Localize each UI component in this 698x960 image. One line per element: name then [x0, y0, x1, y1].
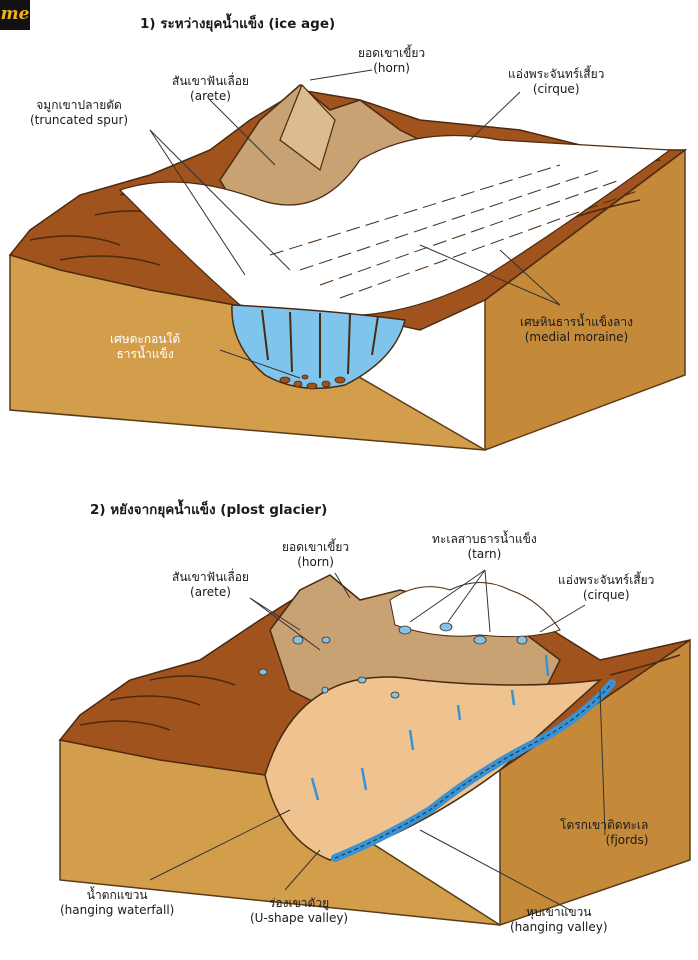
section1-title: 1) ระหว่างยุคน้ำแข็ง (ice age)	[140, 16, 336, 32]
block1-moraine-rocks	[279, 374, 346, 390]
block1-leader-lines	[149, 69, 561, 379]
block2-snow-caps	[389, 582, 561, 638]
label-hanging-valley: หุบเขาแขวน(hanging valley)	[510, 905, 608, 934]
block1-mountain-peak	[279, 83, 336, 171]
block-ice-age	[8, 69, 688, 452]
block2-hanging-waterfalls	[310, 654, 550, 801]
label-hanging-waterfall: น้ำตกแขวน(hanging waterfall)	[60, 888, 175, 917]
block1-crevasses	[261, 309, 379, 378]
block2-river-edge	[334, 682, 613, 859]
block2-leader-lines	[149, 569, 606, 911]
label-fjords: โตรกเขาติดทะเล(fjords)	[560, 818, 649, 847]
label-horn-ice-age: ยอดเขาเขี้ยว(horn)	[358, 46, 426, 75]
label-tarn: ทะเลสาบธารน้ำแข็ง(tarn)	[432, 532, 537, 561]
label-truncated-spur: จมูกเขาปลายตัด(truncated spur)	[30, 98, 129, 127]
label-cirque-ice-age: แอ่งพระจันทร์เสี้ยว(cirque)	[508, 67, 605, 96]
label-ground-moraine: เศษตะกอนใต้ธารน้ำแข็ง	[110, 332, 181, 361]
block-post-glacier	[58, 569, 691, 927]
label-u-shape-valley: ร่องเขาตัวยู(U-shape valley)	[250, 896, 349, 925]
label-medial-moraine: เศษหินธารน้ำแข็งลาง(medial moraine)	[520, 315, 633, 344]
label-arete-ice-age: สันเขาฟันเลื่อย(arete)	[172, 74, 249, 103]
section2-title: 2) หยังจากยุคน้ำแข็ง (plost glacier)	[90, 502, 328, 518]
label-cirque-post: แอ่งพระจันทร์เสี้ยว(cirque)	[558, 573, 655, 602]
block2-tarns	[258, 622, 528, 699]
label-horn-post: ยอดเขาเขี้ยว(horn)	[282, 540, 350, 569]
brand-logo: me	[0, 0, 30, 30]
block2-soil-ridges	[79, 654, 681, 731]
label-arete-post: สันเขาฟันเลื่อย(arete)	[172, 570, 249, 599]
